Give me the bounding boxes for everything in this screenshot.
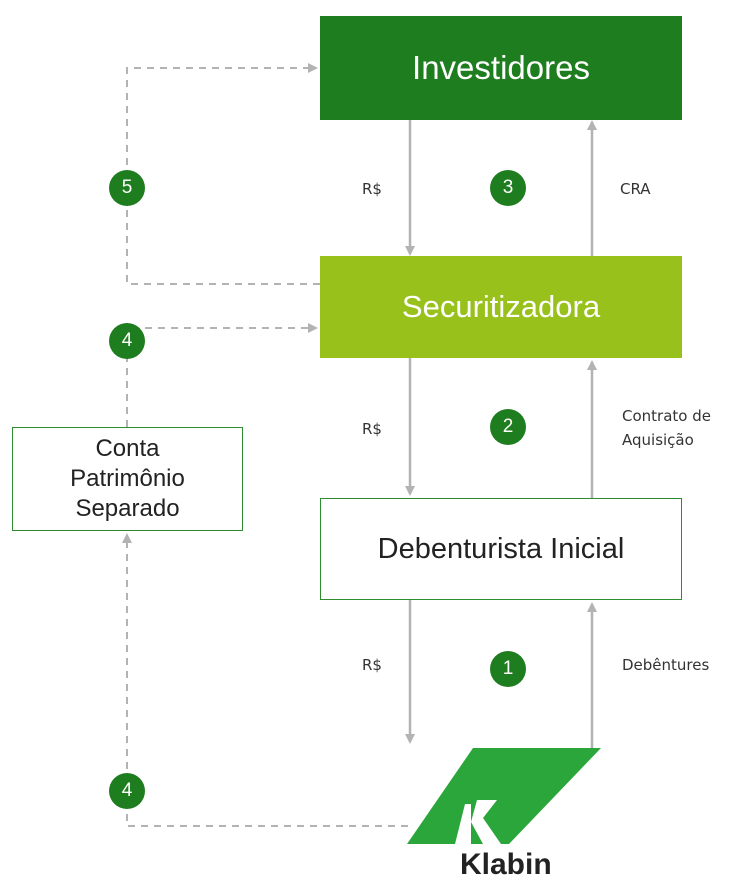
dashed-path-step4-bottom	[122, 533, 408, 827]
klabin-logo-icon	[407, 748, 601, 844]
step-5-badge: 5	[109, 170, 145, 206]
step-1-badge: 1	[490, 651, 526, 687]
rs-label-top: R$	[362, 180, 382, 198]
step-4-top-badge: 4	[109, 323, 145, 359]
debenturista-inicial-node: Debenturista Inicial	[320, 498, 682, 600]
investidores-node: Investidores	[320, 16, 682, 120]
debentures-label: Debêntures	[622, 656, 710, 674]
conta-label-line3: Separado	[75, 495, 180, 522]
contrato-label-line1: Contrato de	[622, 407, 711, 425]
debenturista-inicial-label: Debenturista Inicial	[377, 532, 625, 565]
rs-label-middle: R$	[362, 420, 382, 438]
contrato-label-line2: Aquisição	[622, 431, 694, 449]
dashed-path-step4-top	[126, 323, 318, 427]
step-2-badge: 2	[490, 409, 526, 445]
dashed-path-step5	[126, 63, 320, 285]
conta-label-line2: Patrimônio	[70, 465, 185, 492]
securitizadora-node: Securitizadora	[320, 256, 682, 358]
conta-label-line1: Conta	[95, 435, 160, 462]
cra-label: CRA	[620, 180, 651, 198]
step-3-badge: 3	[490, 170, 526, 206]
rs-label-bottom: R$	[362, 656, 382, 674]
conta-patrimonio-separado-node: Conta Patrimônio Separado	[12, 427, 243, 531]
klabin-wordmark: Klabin	[460, 848, 552, 881]
investidores-label: Investidores	[412, 49, 590, 86]
step-4-bottom-badge: 4	[109, 773, 145, 809]
securitizadora-label: Securitizadora	[401, 289, 601, 324]
